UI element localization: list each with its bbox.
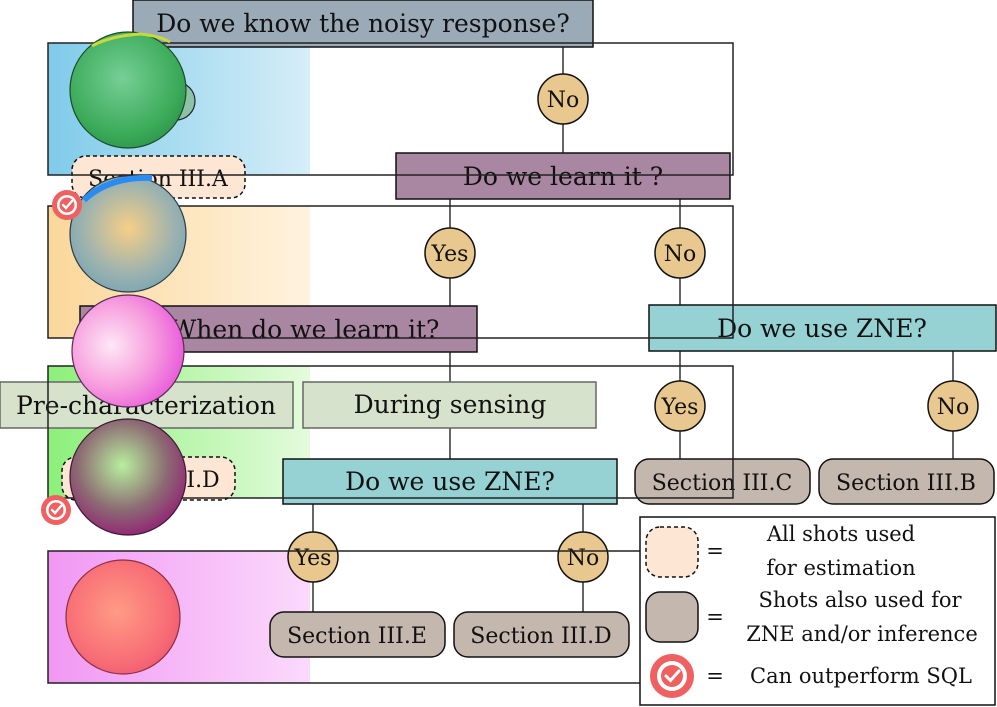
circle-no-zne-bottom: No [557,531,609,583]
box-zne-bottom: Do we use ZNE? [282,458,618,505]
svg-text:No: No [547,88,580,113]
check-badge-icon [650,654,694,698]
svg-text:During sensing: During sensing [354,390,547,419]
svg-text:Do we know the noisy response?: Do we know the noisy response? [156,9,570,38]
circle-yes-zne-right: Yes [654,380,706,432]
svg-text:ZNE and/or inference: ZNE and/or inference [746,622,978,646]
section-iiie: Section III.E [269,611,446,658]
sphere-5 [65,559,181,675]
svg-text:=: = [706,664,724,688]
svg-text:No: No [567,546,600,571]
svg-text:for estimation: for estimation [766,556,915,580]
svg-text:Shots also used for: Shots also used for [758,588,962,612]
circle-no-zne-right: No [927,380,979,432]
svg-text:Do we learn it ?: Do we learn it ? [463,162,663,191]
svg-text:Do we use ZNE?: Do we use ZNE? [345,467,555,496]
section-iiid: Section III.D [453,611,630,658]
svg-text:Yes: Yes [294,546,332,571]
sphere-3 [71,294,185,408]
svg-text:No: No [664,242,697,267]
box-zne-right: Do we use ZNE? [648,304,997,352]
svg-text:Can outperform SQL: Can outperform SQL [750,664,972,688]
svg-text:No: No [937,395,970,420]
svg-text:=: = [706,539,724,563]
section-iiib: Section III.B [818,458,995,505]
sphere-1 [69,31,196,149]
section-iiic: Section III.C [634,458,811,505]
circle-no-learn: No [654,227,706,279]
circle-yes-zne-bottom: Yes [287,531,339,583]
box-know-noisy: Do we know the noisy response? [132,0,594,48]
sphere-4 [69,418,187,536]
box-during-sensing: During sensing [302,381,597,429]
svg-text:=: = [706,605,724,629]
svg-text:Section III.D: Section III.D [470,624,611,649]
svg-text:Yes: Yes [661,395,699,420]
svg-text:When do we learn it?: When do we learn it? [171,315,440,344]
svg-text:Section III.B: Section III.B [836,471,976,496]
legend-dashed-entry: = All shots used for estimation [645,522,916,580]
check-badge-icon [52,190,82,220]
sphere-2 [69,174,187,293]
svg-text:Yes: Yes [431,242,469,267]
circle-no-1: No [537,73,589,125]
svg-text:Do we use ZNE?: Do we use ZNE? [717,314,927,343]
svg-text:Section III.C: Section III.C [652,471,793,496]
legend: = All shots used for estimation = Shots … [639,516,996,706]
box-learn-it: Do we learn it ? [395,152,731,200]
check-badge-icon [41,495,71,525]
legend-solid-entry: = Shots also used for ZNE and/or inferen… [645,588,978,646]
legend-badge-entry: = Can outperform SQL [650,654,972,698]
svg-text:Section III.E: Section III.E [287,624,427,649]
svg-text:All shots used: All shots used [766,522,915,546]
circle-yes-learn: Yes [424,227,476,279]
